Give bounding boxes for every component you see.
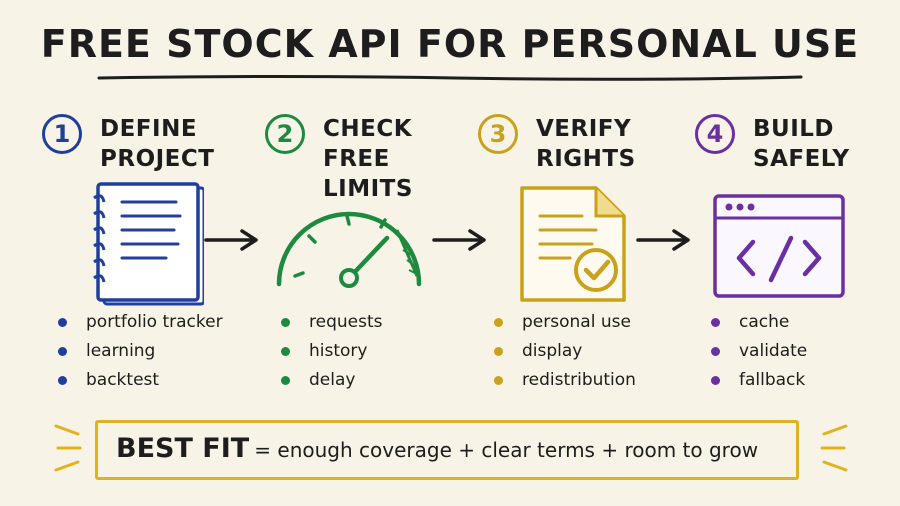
step-check-free-limits: 2 Check Free Limits requests history del… [265,108,465,408]
bullet-list: cache validate fallback [709,312,807,399]
banner-formula: = enough coverage + clear terms + room t… [254,438,759,462]
step-build-safely: 4 Build Safely cache validate fallback [695,108,895,408]
list-item: display [492,341,636,370]
sparkle-icon [54,424,82,472]
list-item: cache [709,312,807,341]
arrow-right-icon [204,229,258,251]
notebook-icon [93,182,204,306]
arrow-right-icon [636,229,690,251]
step-title: Define Project [100,116,215,172]
step-title: Build Safely [753,116,850,172]
gauge-icon [276,211,422,288]
sparkle-icon [820,424,848,472]
list-item: portfolio tracker [56,312,223,341]
arrow-right-icon [432,229,486,251]
list-item: redistribution [492,370,636,399]
code-window-icon [713,194,845,298]
step-verify-rights: 3 Verify Rights personal use display red… [478,108,678,408]
step-number: 2 [265,114,305,154]
step-title: Verify Rights [536,116,636,172]
list-item: personal use [492,312,636,341]
list-item: history [279,341,382,370]
document-check-icon [520,186,626,302]
list-item: backtest [56,370,223,399]
step-number: 1 [42,114,82,154]
list-item: fallback [709,370,807,399]
page-title: Free Stock API for Personal Use [40,22,860,66]
title-underline [97,75,803,81]
bullet-list: portfolio tracker learning backtest [56,312,223,399]
step-number: 4 [695,114,735,154]
step-define-project: 1 Define Project portfolio tracker learn… [42,108,242,408]
step-title: Check Free Limits [323,116,413,202]
step-number: 3 [478,114,518,154]
bullet-list: personal use display redistribution [492,312,636,399]
bullet-list: requests history delay [279,312,382,399]
list-item: learning [56,341,223,370]
list-item: validate [709,341,807,370]
list-item: requests [279,312,382,341]
list-item: delay [279,370,382,399]
banner-heading: BEST FIT [116,433,250,464]
best-fit-banner: BEST FIT = enough coverage + clear terms… [95,420,799,480]
